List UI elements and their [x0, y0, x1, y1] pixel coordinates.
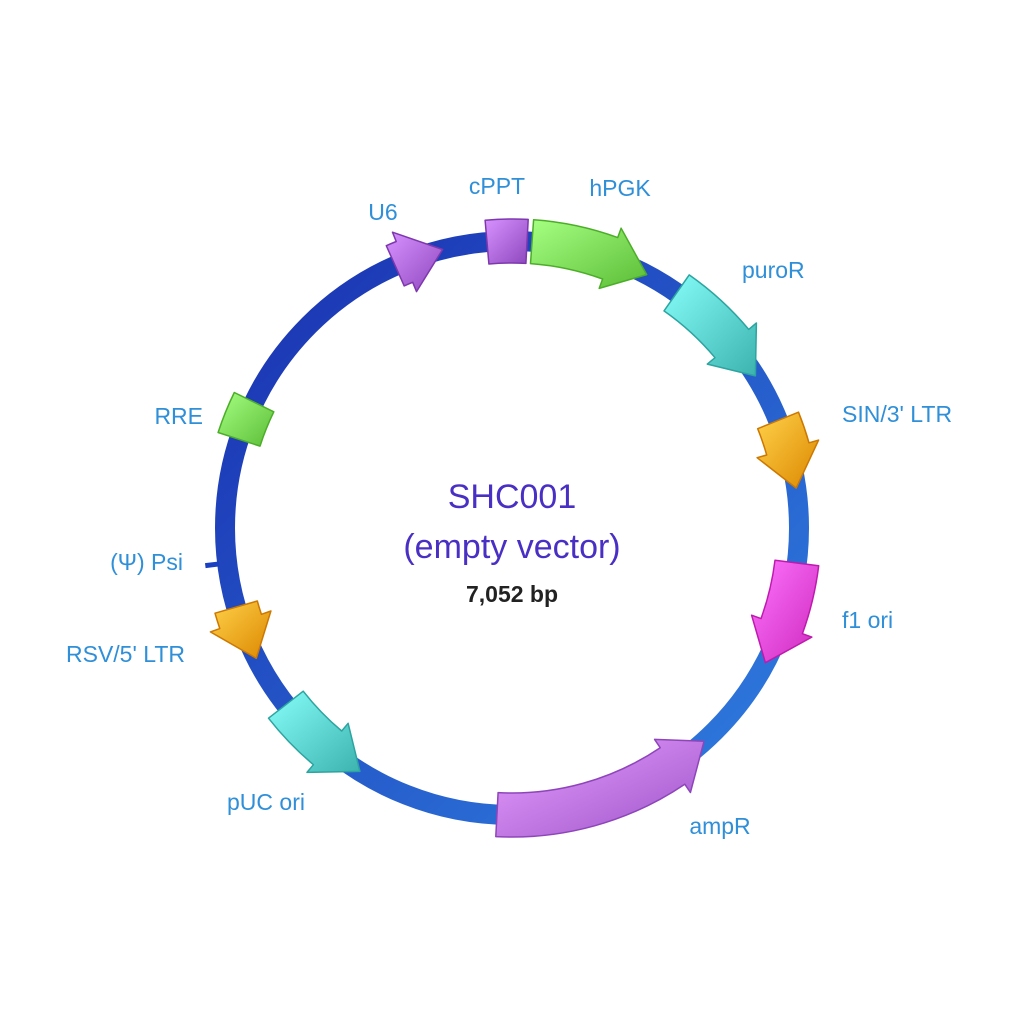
feature-f1-ori: [750, 559, 820, 664]
feature-sin-3-ltr: [756, 411, 820, 489]
label-hpgk: hPGK: [589, 175, 651, 201]
vector-subtitle: (empty vector): [403, 528, 620, 566]
label-u6: U6: [368, 199, 397, 225]
feature-hpgk: [529, 219, 648, 290]
feature-puror: [663, 274, 758, 377]
label-cppt: cPPT: [469, 173, 525, 199]
feature-ampr: [495, 738, 705, 838]
feature-rsv-5-ltr: [209, 600, 272, 660]
label-puror: puroR: [742, 257, 805, 283]
label-rre: RRE: [154, 403, 203, 429]
vector-size: 7,052 bp: [466, 581, 558, 607]
feature-puc-ori: [267, 690, 361, 774]
label-f1-ori: f1 ori: [842, 607, 893, 633]
label-psi: (Ψ) Psi: [110, 549, 183, 575]
label-ampr: ampR: [689, 813, 750, 839]
feature-rre: [217, 391, 275, 447]
feature-layer: [204, 218, 820, 838]
feature-cppt: [484, 218, 529, 265]
label-sin-3-ltr: SIN/3' LTR: [842, 401, 952, 427]
label-puc-ori: pUC ori: [227, 789, 305, 815]
feature-u6: [385, 231, 444, 293]
feature-psi: [204, 561, 220, 569]
vector-name: SHC001: [448, 478, 577, 516]
label-rsv-5-ltr: RSV/5' LTR: [66, 641, 185, 667]
